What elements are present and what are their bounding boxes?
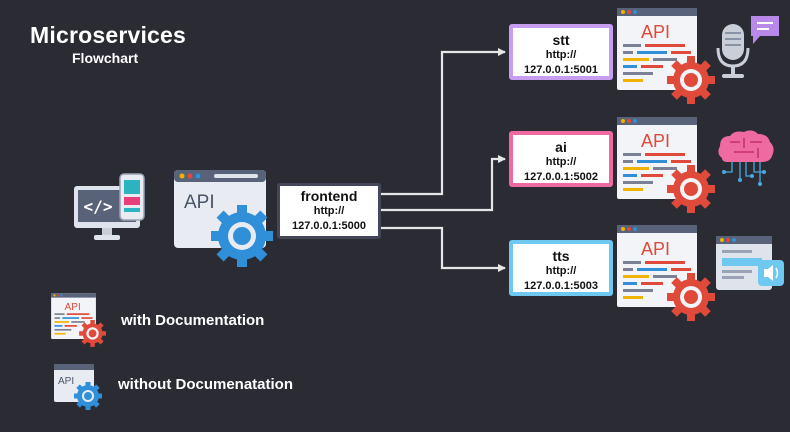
frontend-url-host: 127.0.0.1:5000 [291,220,366,232]
frontend-node: frontend http:// 127.0.0.1:5000 [277,183,381,239]
connector-frontend-stt [381,48,506,196]
connector-frontend-tts [381,226,506,272]
legend-with-documentation: with Documentation [121,312,265,329]
svg-text:</>: </> [84,197,113,216]
tts-name: tts [552,248,570,264]
api-doc-gear-icon [617,225,715,321]
speech-bubble-icon [751,16,779,44]
api-label: API [184,192,215,213]
developer-computer-icon: </> [74,173,145,240]
ai-node: ai http:// 127.0.0.1:5002 [509,131,613,187]
brain-circuit-icon [718,130,774,186]
ai-name: ai [555,139,567,155]
frontend-url-scheme: http:// [313,205,345,217]
microphone-icon [716,24,750,78]
api-window-gear-icon [54,364,102,410]
connector-frontend-ai [381,155,506,212]
api-doc-gear-icon [617,8,715,104]
stt-url-scheme: http:// [545,49,577,61]
api-window-gear-icon: API [174,170,273,267]
stt-name: stt [552,32,570,48]
legend-without-documentation: without Documenatation [118,376,293,393]
ai-url-scheme: http:// [545,156,577,168]
tts-url-scheme: http:// [545,265,577,277]
tts-node: tts http:// 127.0.0.1:5003 [509,240,613,296]
speaker-window-icon [716,236,784,290]
api-doc-gear-icon [51,293,106,347]
stt-url-host: 127.0.0.1:5001 [523,64,598,76]
ai-url-host: 127.0.0.1:5002 [523,171,598,183]
stt-node: stt http:// 127.0.0.1:5001 [509,24,613,80]
diagram-title: Microservices [30,22,187,48]
tts-url-host: 127.0.0.1:5003 [523,280,598,292]
frontend-name: frontend [300,188,358,204]
diagram-subtitle: Flowchart [72,50,139,66]
api-doc-gear-icon [617,117,715,213]
